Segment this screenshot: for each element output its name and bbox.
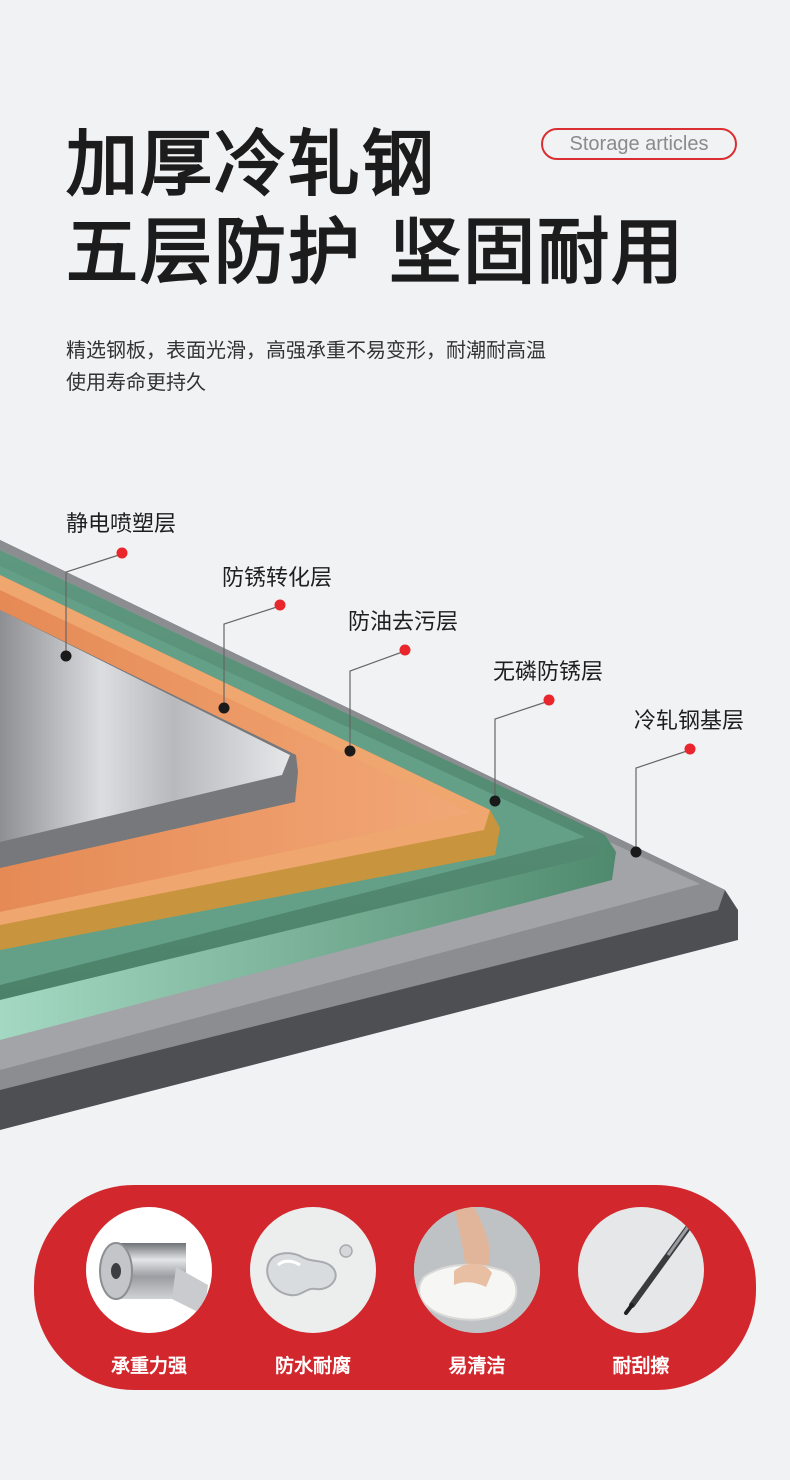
callout-dot-black (489, 795, 501, 807)
description-line-2: 使用寿命更持久 (66, 370, 206, 394)
callout-dot-black (60, 650, 72, 662)
feature-easy-clean: 易清洁 (412, 1207, 542, 1378)
callout-dot-red (543, 694, 555, 706)
feature-label: 防水耐腐 (274, 1355, 351, 1377)
layer-label-cold-rolled-base: 冷轧钢基层 (634, 709, 745, 734)
callout-dot-red (274, 599, 286, 611)
water-drop-icon (250, 1207, 376, 1333)
steel-roll-icon (86, 1207, 212, 1333)
callout-dot-red (399, 644, 411, 656)
page-title-line-2: 五层防护 坚固耐用 (66, 210, 686, 294)
layer-label-oil-resistant: 防油去污层 (348, 610, 459, 635)
storage-articles-tag: Storage articles (541, 128, 737, 160)
callout-dot-black (218, 702, 230, 714)
layer-label-electrostatic: 静电喷塑层 (66, 512, 177, 537)
callout-dot-black (344, 745, 356, 757)
feature-label: 耐刮擦 (612, 1355, 670, 1377)
layer-label-antirust-conversion: 防锈转化层 (222, 566, 333, 591)
description: 精选钢板，表面光滑，高强承重不易变形，耐潮耐高温 使用寿命更持久 (66, 334, 726, 398)
steel-layers-illustration (0, 540, 738, 1130)
feature-label: 易清洁 (448, 1355, 506, 1377)
feature-label: 承重力强 (110, 1355, 187, 1377)
layer-callouts (65, 553, 691, 852)
layer-label-phosphorus-free: 无磷防锈层 (493, 660, 604, 685)
page-title-line-1: 加厚冷轧钢 (66, 122, 437, 206)
cleaning-cloth-icon (414, 1207, 540, 1333)
feature-waterproof: 防水耐腐 (248, 1207, 378, 1378)
callout-dot-red (684, 743, 696, 755)
steel-surface-layer (0, 610, 298, 868)
callout-dot-red (116, 547, 128, 559)
callout-dot-black (630, 846, 642, 858)
feature-scratch-resistant: 耐刮擦 (576, 1207, 706, 1378)
feature-load-bearing: 承重力强 (84, 1207, 214, 1378)
description-line-1: 精选钢板，表面光滑，高强承重不易变形，耐潮耐高温 (66, 338, 546, 362)
feature-panel: 承重力强 防水耐腐 易清洁 (34, 1185, 756, 1390)
scratch-tool-icon (578, 1207, 704, 1333)
